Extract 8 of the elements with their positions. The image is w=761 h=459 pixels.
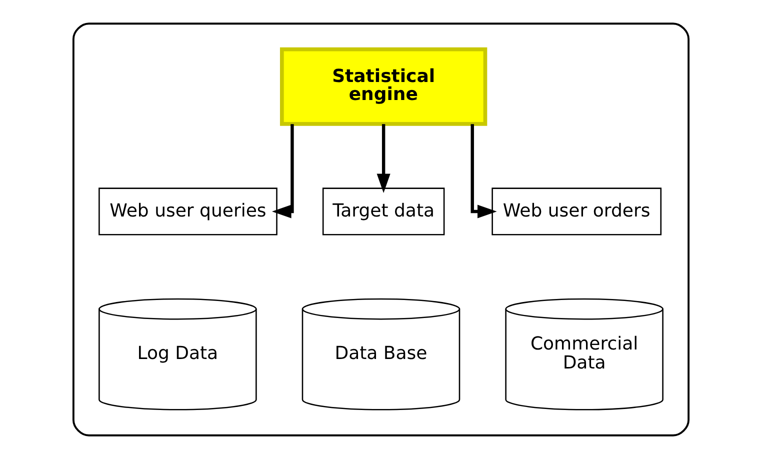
- node-box: Target data: [322, 188, 444, 236]
- node-box: Statistical engine: [279, 47, 487, 126]
- arrow: [271, 124, 294, 218]
- arrow: [470, 124, 496, 218]
- node-box: Web user orders: [491, 188, 662, 236]
- cluster: [72, 22, 690, 436]
- arrow: [376, 124, 390, 194]
- node-box: Web user queries: [98, 188, 277, 236]
